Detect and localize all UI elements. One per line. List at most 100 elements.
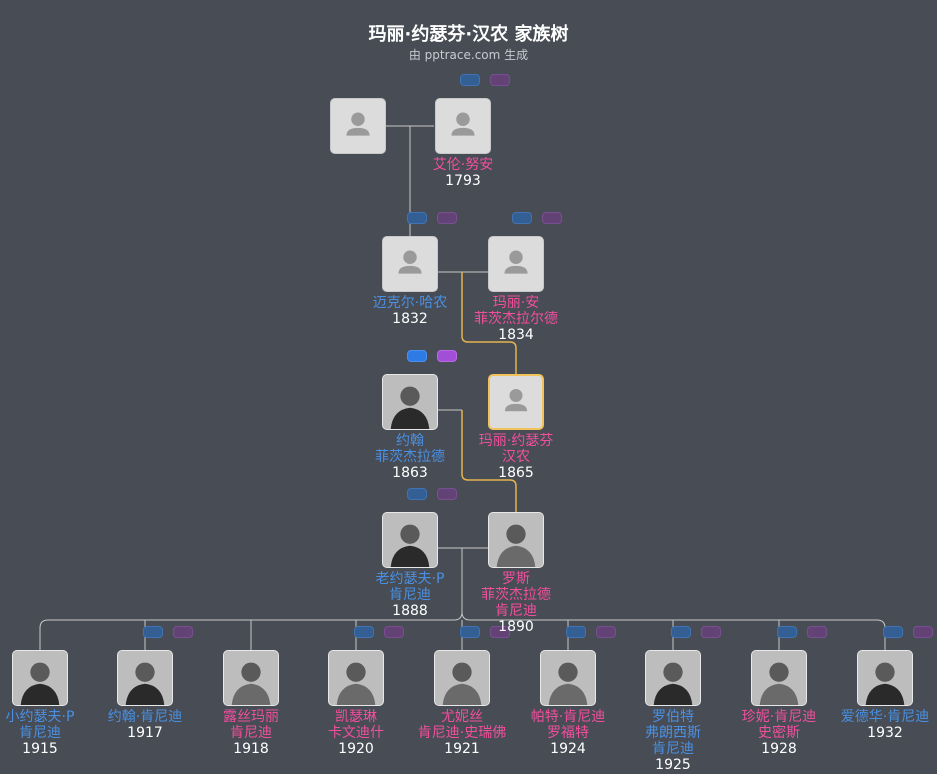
portrait-photo-icon xyxy=(435,651,489,705)
portrait-photo-icon xyxy=(224,651,278,705)
person-photo[interactable] xyxy=(488,374,544,430)
person-photo[interactable] xyxy=(382,236,438,292)
expand-mother-toggle[interactable] xyxy=(542,212,562,224)
expand-spouse-toggle[interactable] xyxy=(566,626,586,638)
birth-year: 1888 xyxy=(392,603,428,619)
expand-children-toggle[interactable] xyxy=(913,626,933,638)
portrait-photo-icon xyxy=(646,651,700,705)
person-name: 玛丽·约瑟芬 xyxy=(478,433,554,449)
expand-children-toggle[interactable] xyxy=(173,626,193,638)
page-title: 玛丽·约瑟芬·汉农 家族树 xyxy=(368,24,569,45)
person-photo[interactable] xyxy=(434,650,490,706)
expand-father-toggle[interactable] xyxy=(407,212,427,224)
person-photo[interactable] xyxy=(645,650,701,706)
person-silhouette-icon xyxy=(346,112,370,136)
portrait-photo-icon xyxy=(118,651,172,705)
expand-father-toggle[interactable] xyxy=(460,74,480,86)
portrait-photo-icon xyxy=(541,651,595,705)
portrait-photo-icon xyxy=(383,513,437,567)
person-silhouette-icon xyxy=(504,250,528,274)
person-photo[interactable] xyxy=(328,650,384,706)
expand-children-toggle[interactable] xyxy=(701,626,721,638)
portrait-photo-icon xyxy=(13,651,67,705)
person-name: 罗福特 xyxy=(547,725,589,741)
person-name: 爱德华·肯尼迪 xyxy=(840,709,930,725)
person-photo[interactable] xyxy=(857,650,913,706)
expand-father-toggle[interactable] xyxy=(512,212,532,224)
expand-mother-toggle[interactable] xyxy=(490,74,510,86)
birth-year: 1832 xyxy=(392,311,428,327)
expand-mother-toggle[interactable] xyxy=(437,350,457,362)
birth-year: 1932 xyxy=(867,725,903,741)
expand-mother-toggle[interactable] xyxy=(437,488,457,500)
expand-spouse-toggle[interactable] xyxy=(883,626,903,638)
person-photo[interactable] xyxy=(540,650,596,706)
person-silhouette-icon xyxy=(398,250,422,274)
person-name: 肯尼迪 xyxy=(495,603,537,619)
birth-year: 1863 xyxy=(392,465,428,481)
expand-children-toggle[interactable] xyxy=(490,626,510,638)
person-photo[interactable] xyxy=(488,512,544,568)
expand-spouse-toggle[interactable] xyxy=(354,626,374,638)
expand-children-toggle[interactable] xyxy=(384,626,404,638)
birth-year: 1920 xyxy=(338,741,374,757)
person-photo[interactable] xyxy=(117,650,173,706)
birth-year: 1834 xyxy=(498,327,534,343)
page-subtitle: 由 pptrace.com 生成 xyxy=(408,48,529,62)
person-name: 肯尼迪 xyxy=(389,587,431,603)
expand-children-toggle[interactable] xyxy=(596,626,616,638)
person-name: 史密斯 xyxy=(758,725,800,741)
birth-year: 1915 xyxy=(22,741,58,757)
connector-line xyxy=(461,611,886,650)
expand-mother-toggle[interactable] xyxy=(437,212,457,224)
birth-year: 1917 xyxy=(127,725,163,741)
person-name: 菲茨杰拉德 xyxy=(481,587,551,603)
person-photo[interactable] xyxy=(751,650,807,706)
person-photo[interactable] xyxy=(382,374,438,430)
person-name: 老约瑟夫·P xyxy=(375,571,445,587)
person-photo[interactable] xyxy=(223,650,279,706)
person-name: 珍妮·肯尼迪 xyxy=(741,709,817,725)
highlight-connector-line xyxy=(461,272,517,374)
person-photo[interactable] xyxy=(330,98,386,154)
person-photo[interactable] xyxy=(488,236,544,292)
person-name: 约翰 xyxy=(396,433,424,449)
birth-year: 1924 xyxy=(550,741,586,757)
portrait-photo-icon xyxy=(858,651,912,705)
birth-year: 1925 xyxy=(655,757,691,773)
person-silhouette-icon xyxy=(504,389,528,412)
connector-line xyxy=(39,611,463,650)
person-name: 凯瑟琳 xyxy=(335,709,377,725)
person-name: 罗斯 xyxy=(502,571,530,587)
expand-spouse-toggle[interactable] xyxy=(460,626,480,638)
birth-year: 1928 xyxy=(761,741,797,757)
expand-spouse-toggle[interactable] xyxy=(671,626,691,638)
expand-spouse-toggle[interactable] xyxy=(143,626,163,638)
portrait-photo-icon xyxy=(752,651,806,705)
person-name: 菲茨杰拉尔德 xyxy=(474,311,558,327)
person-photo[interactable] xyxy=(382,512,438,568)
expand-father-toggle[interactable] xyxy=(407,350,427,362)
person-name: 玛丽·安 xyxy=(492,295,540,311)
highlight-connector-line xyxy=(461,410,517,512)
portrait-photo-icon xyxy=(329,651,383,705)
person-name: 迈克尔·哈农 xyxy=(372,295,448,311)
expand-father-toggle[interactable] xyxy=(407,488,427,500)
birth-year: 1793 xyxy=(445,173,481,189)
person-photo[interactable] xyxy=(12,650,68,706)
person-name: 汉农 xyxy=(502,449,530,465)
expand-children-toggle[interactable] xyxy=(807,626,827,638)
person-photo[interactable] xyxy=(435,98,491,154)
expand-spouse-toggle[interactable] xyxy=(777,626,797,638)
person-name: 露丝玛丽 xyxy=(223,709,279,725)
